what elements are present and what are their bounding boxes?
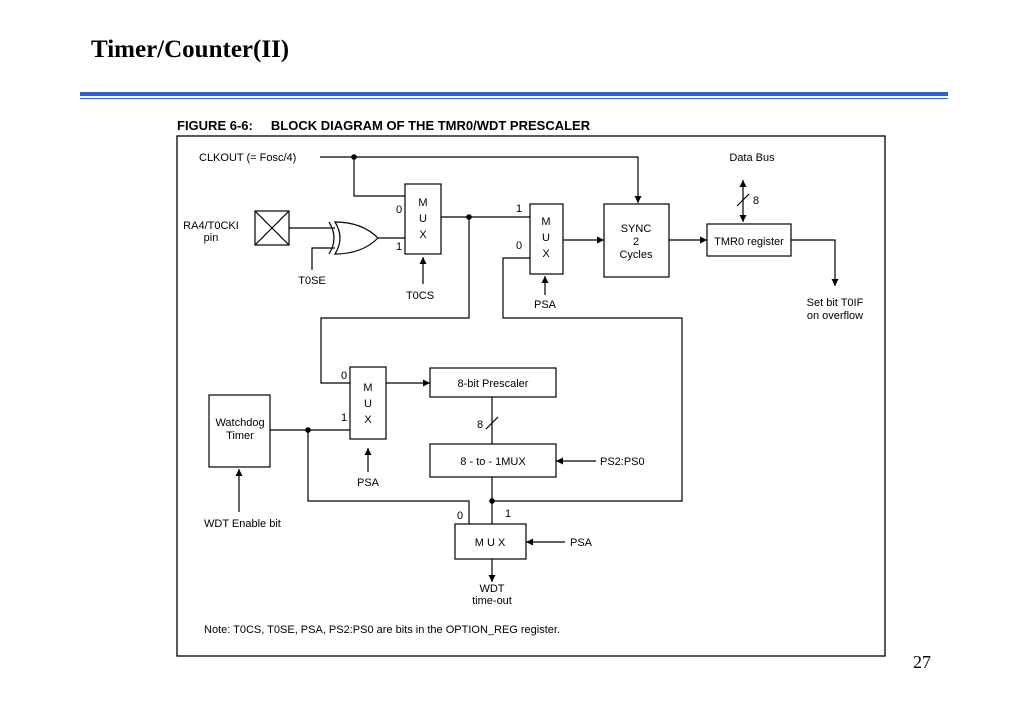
watchdog-line1: Watchdog bbox=[215, 417, 264, 429]
prescaler-label: 8-bit Prescaler bbox=[458, 378, 529, 390]
label-wdt-enable: WDT Enable bit bbox=[204, 518, 281, 530]
mux2-letter-x: X bbox=[542, 248, 550, 260]
wire-t0se bbox=[311, 247, 335, 270]
dot-mux1-out bbox=[466, 214, 472, 220]
wire-clkout-to-mux1 bbox=[353, 157, 405, 197]
xor-gate bbox=[328, 221, 379, 255]
pin-symbol bbox=[254, 210, 290, 246]
label-data-bus: Data Bus bbox=[729, 152, 775, 164]
label-psa-mux3: PSA bbox=[357, 477, 380, 489]
mux-8to1-block bbox=[429, 443, 557, 478]
muxbot-input-0: 0 bbox=[457, 510, 463, 522]
label-psa-mux2: PSA bbox=[534, 299, 557, 311]
figure-note: Note: T0CS, T0SE, PSA, PS2:PS0 are bits … bbox=[204, 624, 560, 636]
mux1-letter-x: X bbox=[419, 229, 427, 241]
label-clkout: CLKOUT (= Fosc/4) bbox=[199, 152, 296, 164]
label-wdt-timeout-line1: WDT bbox=[479, 583, 504, 595]
mux1-letter-u: U bbox=[419, 213, 427, 225]
mux2-block bbox=[529, 203, 564, 275]
label-ps-bits: PS2:PS0 bbox=[600, 456, 645, 468]
mux3-letter-u: U bbox=[364, 398, 372, 410]
mux2-input-1: 1 bbox=[516, 203, 522, 215]
label-t0cs: T0CS bbox=[406, 290, 434, 302]
dot-watchdog bbox=[305, 427, 311, 433]
junction-dots bbox=[305, 154, 495, 504]
label-bus-width: 8 bbox=[753, 195, 759, 207]
sync-line1: SYNC bbox=[621, 223, 652, 235]
label-t0if-line2: on overflow bbox=[807, 310, 863, 322]
wire-watchdog-to-muxbot bbox=[307, 430, 470, 524]
title-rule-thick bbox=[80, 92, 948, 96]
label-t0se: T0SE bbox=[298, 275, 326, 287]
mux3-input-0: 0 bbox=[341, 370, 347, 382]
dot-mux8-out bbox=[489, 498, 495, 504]
mux-8to1-label: 8 - to - 1MUX bbox=[460, 456, 526, 468]
wire-tmr0-overflow bbox=[791, 239, 839, 286]
mux1-letter-m: M bbox=[418, 197, 427, 209]
watchdog-line2: Timer bbox=[226, 430, 254, 442]
wire-mux1-to-mux3 bbox=[320, 217, 470, 384]
bus-slash bbox=[736, 193, 750, 207]
label-psa-muxbot: PSA bbox=[570, 537, 593, 549]
mux2-input-0: 0 bbox=[516, 240, 522, 252]
slide-title: Timer/Counter(II) bbox=[91, 36, 290, 63]
figure-frame bbox=[176, 135, 886, 657]
sync-block bbox=[603, 203, 670, 278]
wire-clkout-to-sync bbox=[320, 156, 642, 203]
mux2-letter-u: U bbox=[542, 232, 550, 244]
mux1-input-1: 1 bbox=[396, 241, 402, 253]
tmr0-label: TMR0 register bbox=[714, 236, 784, 248]
label-wdt-timeout-line2: time-out bbox=[472, 595, 512, 607]
label-pin-line1: RA4/T0CKI bbox=[183, 220, 239, 232]
label-pin-line2: pin bbox=[204, 232, 219, 244]
tmr0-register-block bbox=[706, 223, 792, 257]
mux3-input-1: 1 bbox=[341, 412, 347, 424]
mux1-input-0: 0 bbox=[396, 204, 402, 216]
mux1-block bbox=[404, 183, 442, 255]
figure-title: FIGURE 6-6: BLOCK DIAGRAM OF THE TMR0/WD… bbox=[177, 118, 591, 133]
title-rule-thin bbox=[80, 98, 948, 99]
mux-bottom-block bbox=[454, 523, 527, 560]
mux2-letter-m: M bbox=[541, 216, 550, 228]
muxbot-input-1: 1 bbox=[505, 508, 511, 520]
mux-bottom-label: M U X bbox=[475, 537, 506, 549]
label-t0if-line1: Set bit T0IF bbox=[807, 297, 864, 309]
mux3-block bbox=[349, 366, 387, 440]
wire-feedback-mux2 bbox=[492, 257, 683, 502]
sync-line3: Cycles bbox=[619, 249, 653, 261]
prescaler-block bbox=[429, 367, 557, 398]
prescale-slash bbox=[485, 416, 499, 430]
label-prescale-width: 8 bbox=[477, 419, 483, 431]
sync-line2: 2 bbox=[633, 236, 639, 248]
mux3-letter-m: M bbox=[363, 382, 372, 394]
watchdog-timer-block bbox=[208, 394, 271, 468]
page-number: 27 bbox=[913, 652, 931, 672]
dot-clkout bbox=[351, 154, 357, 160]
mux3-letter-x: X bbox=[364, 414, 372, 426]
